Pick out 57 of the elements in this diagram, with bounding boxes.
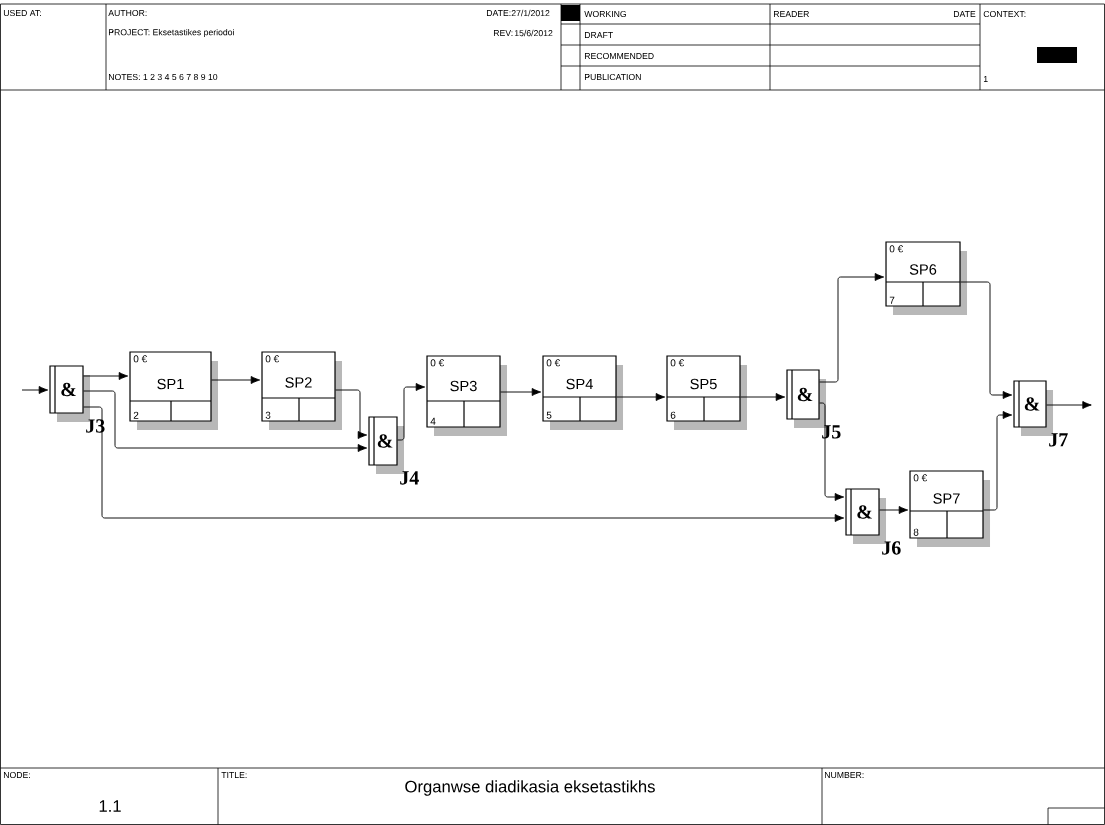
node-label: 0 € [546, 359, 561, 367]
arrow [83, 372, 129, 380]
arrow [819, 273, 885, 383]
process-box: 0 € SP1 2 [129, 351, 218, 430]
junction-box: & [368, 416, 404, 474]
process-box: 0 € SP3 4 [426, 355, 507, 436]
arrow [616, 393, 666, 401]
process-box: 0 € SP5 6 [666, 355, 747, 430]
node-label: 0 € [913, 474, 928, 482]
form-field-label: USED AT: [3, 9, 41, 17]
notes-text: NOTES: 1 2 3 4 5 6 7 8 9 10 [109, 73, 218, 81]
diagram-title: Organwse diadikasia eksetastikhs [405, 780, 655, 796]
form-field-label: CONTEXT: [983, 10, 1026, 18]
junction-label: J5 [822, 425, 841, 439]
arrow [983, 411, 1013, 511]
form-field-label: REV: [494, 30, 513, 36]
junction-label: J7 [1049, 433, 1068, 447]
arrow [83, 390, 368, 452]
junction-label: J6 [882, 541, 901, 555]
arrow [335, 389, 368, 439]
node-number: 1.1 [99, 800, 121, 812]
process-box: 0 € SP7 8 [909, 470, 990, 547]
form-field-label: DATE: [487, 10, 511, 16]
arrow [500, 388, 542, 396]
arrow [879, 506, 909, 514]
node-label: 0 € [430, 359, 445, 367]
arrow [819, 402, 845, 501]
node-label: 0 € [670, 359, 685, 367]
arrow [397, 383, 426, 441]
date-value: 27/1/2012 [511, 9, 550, 17]
node-label: 0 € [265, 355, 280, 363]
status-option: WORKING [584, 10, 626, 18]
project-name: PROJECT: Eksetastikes periodoi [109, 28, 234, 38]
node-label: 0 € [889, 245, 904, 253]
form-field-label: READER [774, 11, 809, 17]
page-number: 1 [983, 76, 988, 82]
status-option: RECOMMENDED [585, 52, 654, 60]
form-field-label: NUMBER: [825, 772, 864, 779]
junction-label: J3 [86, 419, 105, 433]
form-field-label: TITLE: [221, 772, 247, 778]
arrow [21, 386, 49, 394]
arrow [960, 281, 1013, 399]
date-value: 15/6/2012 [514, 29, 553, 37]
status-option: PUBLICATION [585, 73, 641, 81]
form-field-label: DATE [954, 11, 976, 17]
process-box: 0 € SP2 3 [261, 351, 342, 430]
status-option: DRAFT [585, 32, 613, 38]
form-field-label: NODE: [4, 771, 30, 779]
process-box: 0 € SP4 5 [542, 355, 623, 430]
arrow [83, 406, 845, 522]
arrow [1046, 401, 1092, 409]
arrow [211, 376, 261, 384]
form-field-label: AUTHOR: [108, 9, 147, 17]
node-label: 0 € [133, 355, 148, 363]
junction-label: J4 [400, 471, 419, 485]
process-box: 0 € SP6 7 [885, 241, 967, 315]
arrow [740, 393, 786, 401]
